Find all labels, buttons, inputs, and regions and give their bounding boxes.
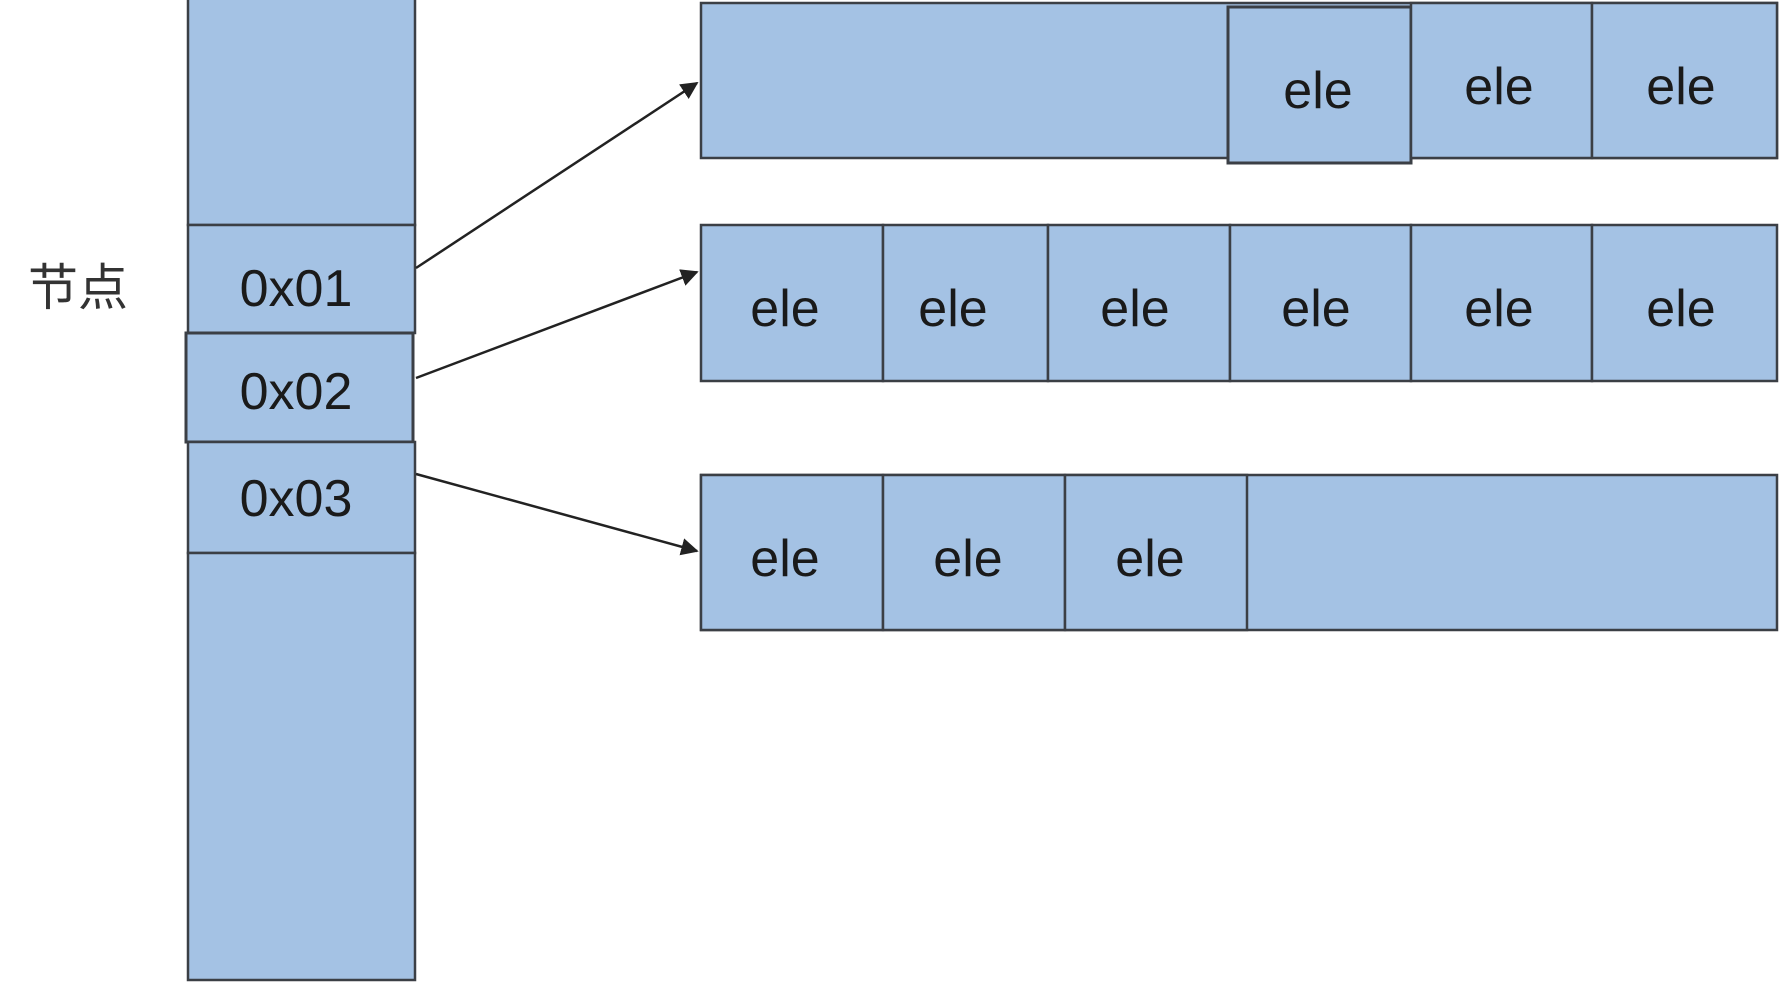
pointer-label-0x02: 0x02 xyxy=(240,363,353,421)
row-3-element-2-label: ele xyxy=(933,530,1002,588)
row-1-element-2 xyxy=(1409,1,1594,160)
pointer-label-0x01: 0x01 xyxy=(240,260,353,318)
arrow-0x01-to-row-1 xyxy=(415,81,699,270)
row-1-element-1 xyxy=(1226,5,1413,165)
row-3-element-3-label: ele xyxy=(1115,530,1184,588)
pointer-cell-0x03 xyxy=(186,440,417,555)
row-2-element-4-label: ele xyxy=(1281,280,1350,338)
row-2-element-5-label: ele xyxy=(1464,280,1533,338)
row-2-element-5 xyxy=(1409,223,1594,383)
row-2-element-6 xyxy=(1590,223,1779,383)
row-1-element-3 xyxy=(1590,1,1779,160)
row-2-element-2 xyxy=(881,223,1050,383)
row-2-element-3 xyxy=(1046,223,1232,383)
row-1-element-2-label: ele xyxy=(1464,58,1533,116)
pointer-cell-0x02 xyxy=(184,331,415,444)
pointer-array-bottom-cell xyxy=(186,551,417,982)
node-label: 节点 xyxy=(28,259,128,317)
row-3-element-3 xyxy=(1063,473,1249,632)
arrow-0x02-to-row-2 xyxy=(415,269,699,380)
row-2-element-2-label: ele xyxy=(918,280,987,338)
bucket-row-2: ele ele ele ele ele ele xyxy=(699,223,1779,383)
row-2-element-6-label: ele xyxy=(1646,280,1715,338)
row-1-element-1-label: ele xyxy=(1283,62,1352,120)
pointer-arrows xyxy=(415,81,699,556)
row-3-element-1-label: ele xyxy=(750,530,819,588)
bucket-row-1: ele ele ele xyxy=(699,1,1779,165)
row-3-element-2 xyxy=(881,473,1067,632)
row-2-element-1 xyxy=(699,223,885,383)
pointer-cell-0x01 xyxy=(186,223,417,335)
bucket-row-3: ele ele ele xyxy=(699,473,1779,632)
pointer-label-0x03: 0x03 xyxy=(240,470,353,528)
arrow-0x03-to-row-3 xyxy=(415,472,699,556)
row-2-element-1-label: ele xyxy=(750,280,819,338)
pointer-array: 0x01 0x02 0x03 xyxy=(184,0,417,982)
row-1-element-3-label: ele xyxy=(1646,58,1715,116)
row-2-element-3-label: ele xyxy=(1100,280,1169,338)
pointer-array-top-cell xyxy=(186,0,417,227)
